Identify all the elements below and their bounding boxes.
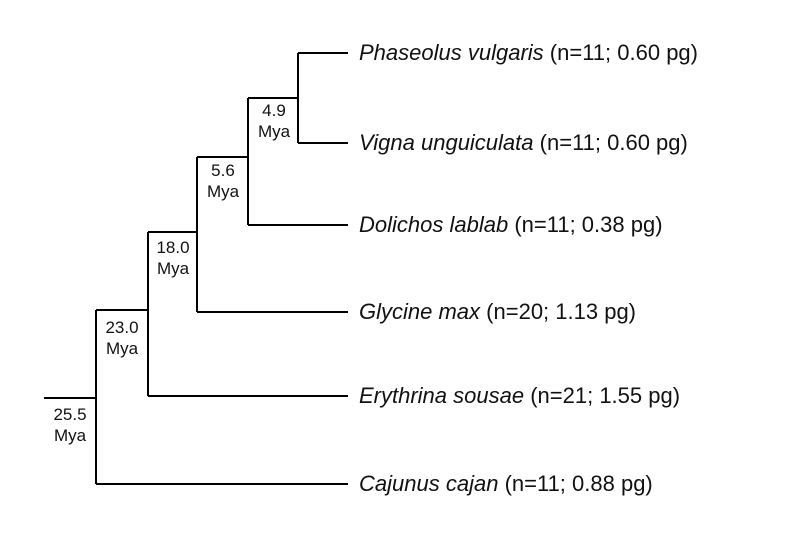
species-detail: (n=11; 0.88 pg) <box>504 471 653 496</box>
species-name: Phaseolus vulgaris <box>359 40 544 65</box>
species-detail: (n=11; 0.60 pg) <box>549 40 698 65</box>
species-name: Vigna unguiculata <box>359 130 534 155</box>
node-age-unit: Mya <box>53 426 87 445</box>
species-detail: (n=21; 1.55 pg) <box>530 383 681 408</box>
node-age-value: 25.5 <box>53 405 87 424</box>
node-age-value: 5.6 <box>211 161 235 180</box>
taxon-label-glycine-max: Glycine max (n=20; 1.13 pg) <box>359 301 636 323</box>
taxon-label-cajunus-cajan: Cajunus cajan (n=11; 0.88 pg) <box>359 473 653 495</box>
species-detail: (n=20; 1.13 pg) <box>486 299 637 324</box>
taxon-label-dolichos-lablab: Dolichos lablab (n=11; 0.38 pg) <box>359 214 663 236</box>
node-age-label: 23.0 Mya <box>98 317 146 359</box>
species-name: Dolichos lablab <box>359 212 509 237</box>
taxon-label-vigna-unguiculata: Vigna unguiculata (n=11; 0.60 pg) <box>359 132 688 154</box>
node-age-unit: Mya <box>206 182 240 201</box>
node-age-value: 23.0 <box>105 318 139 337</box>
taxon-label-phaseolus-vulgaris: Phaseolus vulgaris (n=11; 0.60 pg) <box>359 42 698 64</box>
node-age-unit: Mya <box>257 122 291 141</box>
node-age-label: 25.5 Mya <box>46 404 94 446</box>
node-age-unit: Mya <box>105 339 139 358</box>
node-age-value: 4.9 <box>262 101 286 120</box>
node-age-label: 4.9 Mya <box>252 100 296 142</box>
species-name: Glycine max <box>359 299 481 324</box>
species-name: Erythrina sousae <box>359 383 525 408</box>
node-age-label: 5.6 Mya <box>200 160 246 202</box>
node-age-unit: Mya <box>156 259 190 278</box>
node-age-label: 18.0 Mya <box>150 237 196 279</box>
species-detail: (n=11; 0.60 pg) <box>539 130 688 155</box>
species-name: Cajunus cajan <box>359 471 499 496</box>
species-detail: (n=11; 0.38 pg) <box>514 212 663 237</box>
taxon-label-erythrina-sousae: Erythrina sousae (n=21; 1.55 pg) <box>359 385 680 407</box>
node-age-value: 18.0 <box>156 238 190 257</box>
